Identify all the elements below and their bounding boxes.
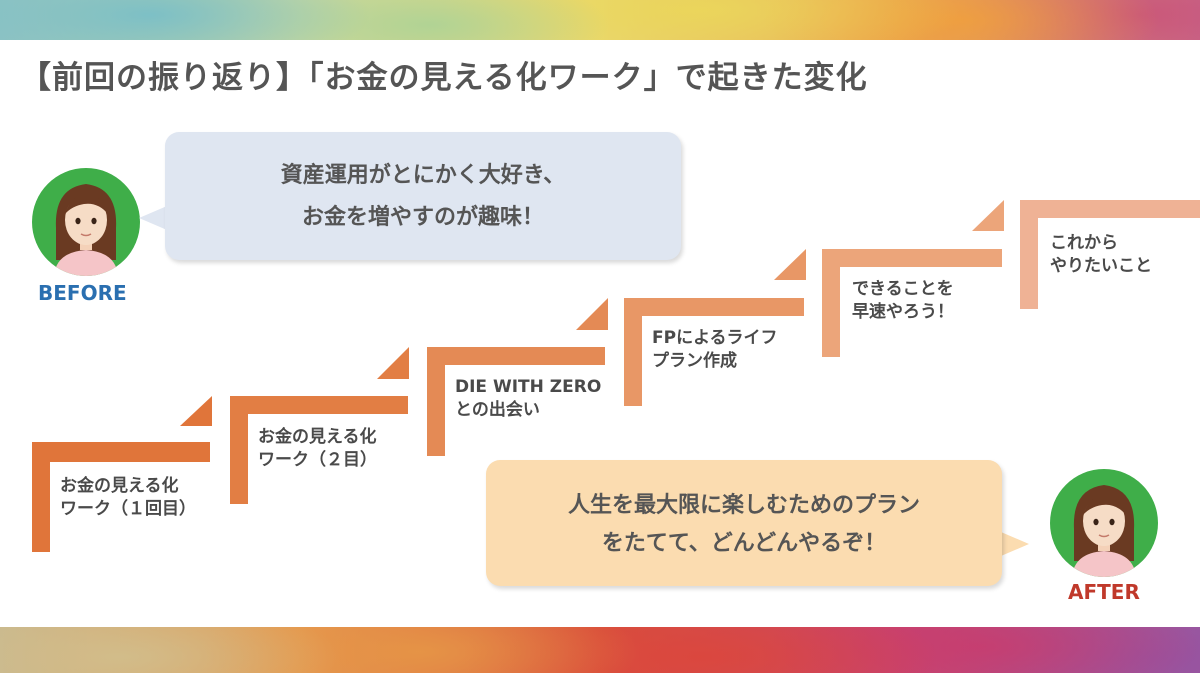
step-6-line1: これから [1050,233,1118,253]
before-line-1: 資産運用がとにかく大好き、 [280,163,566,188]
step-4-line2: プラン作成 [652,351,737,371]
step-5-bracket [822,249,1002,357]
step-2-label: お金の見える化 ワーク（２目） [258,426,377,472]
after-avatar [1050,469,1158,577]
after-bubble-tail [1001,532,1029,556]
step-6-bracket [1020,200,1200,309]
step-1-shape [32,396,212,552]
step-1-label: お金の見える化 ワーク（１回目） [60,475,196,521]
step-1-bracket [32,442,210,552]
step-2-shape [230,347,409,504]
step-3-line2: との出会い [455,400,540,420]
step-2-line1: お金の見える化 [258,427,377,447]
step-1-line1: お金の見える化 [60,476,179,496]
step-5-line2: 早速やろう！ [852,302,954,322]
before-speech-bubble: 資産運用がとにかく大好き、 お金を増やすのが趣味！ [165,132,681,260]
before-line-2: お金を増やすのが趣味！ [301,205,544,230]
step-2-arrow [377,347,409,379]
bottom-decorative-band [0,627,1200,673]
step-5-arrow [972,200,1004,231]
step-6-label: これから やりたいこと [1050,232,1152,278]
step-4-label: FPによるライフ プラン作成 [652,327,778,373]
step-4-bracket [624,298,804,406]
step-3-line1: DIE WITH ZERO [455,377,602,397]
before-avatar [32,168,140,276]
step-6-line2: やりたいこと [1050,256,1152,276]
step-6-shape [1020,200,1200,309]
after-speech-bubble: 人生を最大限に楽しむためのプラン をたてて、どんどんやるぞ！ [486,460,1002,586]
step-5-line1: できることを [852,279,954,299]
before-bubble-tail [139,206,167,230]
step-5-label: できることを 早速やろう！ [852,278,954,324]
step-4-arrow [774,249,806,280]
step-3-label: DIE WITH ZERO との出会い [455,376,601,422]
step-1-arrow [180,396,212,426]
step-3-arrow [576,298,608,330]
top-decorative-band [0,0,1200,40]
after-caption: AFTER [1068,580,1140,604]
step-1-line2: ワーク（１回目） [60,499,196,519]
after-line-1: 人生を最大限に楽しむためのプラン [567,493,920,518]
after-line-2: をたてて、どんどんやるぞ！ [601,531,887,556]
before-caption: BEFORE [38,281,127,305]
page-title: 【前回の振り返り】「お金の見える化ワーク」で起きた変化 [20,60,868,96]
step-4-line1: FPによるライフ [652,328,778,348]
step-5-shape [822,200,1004,357]
step-4-shape [624,249,806,406]
step-3-shape [427,298,608,456]
step-2-line2: ワーク（２目） [258,450,377,470]
step-2-bracket [230,396,408,504]
step-3-bracket [427,347,605,456]
